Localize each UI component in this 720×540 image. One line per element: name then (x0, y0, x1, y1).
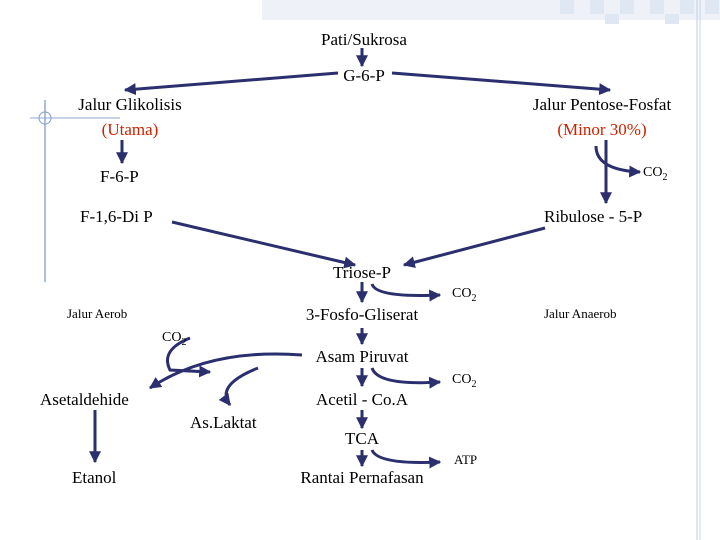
arrow-piruvat-laktat (218, 366, 259, 406)
node-3-fosfo-gliserat: 3-Fosfo-Gliserat (305, 305, 419, 324)
corner-grid-pattern (262, 0, 720, 540)
node-triose-p: Triose-P (333, 263, 391, 282)
arrow-piruvat-co2 (370, 367, 442, 389)
node-as-laktat: As.Laktat (190, 413, 257, 432)
node-g6p: G-6-P (343, 66, 385, 85)
co2-label-aerob: CO2 (162, 330, 187, 348)
node-tca: TCA (345, 429, 379, 448)
label-atp: ATP (454, 452, 478, 467)
node-ribulose-5p: Ribulose - 5-P (544, 207, 643, 226)
node-acetil-coa: Acetil - Co.A (315, 390, 409, 409)
crosshair-decoration (30, 100, 120, 282)
node-f16dp: F-1,6-Di P (80, 207, 153, 226)
node-jalur-pentose-fosfat: Jalur Pentose-Fosfat (532, 95, 672, 114)
arrow-ribulose-triose (402, 226, 546, 269)
arrow-f16dp-triose (171, 220, 357, 269)
arrow-piruvat-asetaldehide (149, 352, 303, 390)
arrow-pentosa-co2 (594, 145, 642, 178)
co2-label-piruvat: CO2 (452, 372, 477, 390)
node-pati-sukrosa: Pati/Sukrosa (321, 30, 407, 49)
node-jalur-glikolisis: Jalur Glikolisis (78, 95, 182, 114)
arrow-co2-asetaldehide (166, 336, 212, 378)
co2-label-pentosa: CO2 (643, 165, 668, 183)
node-glikolisis-utama: (Utama) (101, 120, 159, 139)
arrow-g6p-pentosa (391, 71, 612, 96)
arrow-tca-atp (370, 449, 442, 469)
node-etanol: Etanol (72, 468, 117, 487)
label-jalur-aerob: Jalur Aerob (67, 306, 128, 321)
node-pentose-minor: (Minor 30%) (557, 120, 647, 139)
node-asetaldehide: Asetaldehide (40, 390, 129, 409)
node-asam-piruvat: Asam Piruvat (315, 347, 409, 366)
node-f6p: F-6-P (100, 167, 139, 186)
arrow-g6p-glikolisis (123, 71, 339, 96)
arrow-triose-co2 (370, 283, 442, 302)
label-jalur-anaerob: Jalur Anaerob (544, 306, 617, 321)
co2-label-triose: CO2 (452, 286, 477, 304)
node-rantai-pernafasan: Rantai Pernafasan (300, 468, 424, 487)
